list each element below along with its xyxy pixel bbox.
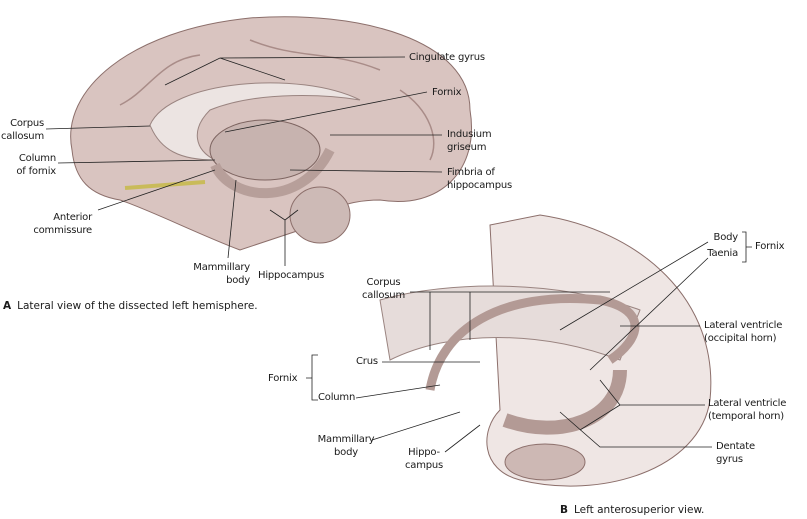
label-column: Column	[318, 392, 356, 403]
leader-lines	[45, 56, 752, 453]
label-fornix-left: Fornix	[268, 373, 298, 384]
label-lateral-ventricle-occipital: Lateral ventricle(occipital horn)	[704, 320, 783, 344]
label-body: Body	[713, 232, 739, 243]
label-fornix: Fornix	[432, 87, 462, 98]
fornix-3d-illustration	[379, 214, 712, 487]
brain-hemisphere-illustration	[70, 16, 472, 251]
label-crus: Crus	[356, 356, 378, 367]
label-taenia: Taenia	[707, 248, 738, 259]
label-cingulate-gyrus: Cingulate gyrus	[409, 52, 485, 63]
label-hippocampus: Hippocampus	[258, 270, 325, 281]
label-lateral-ventricle-temporal: Lateral ventricle(temporal horn)	[708, 398, 787, 422]
label-fornix-right: Fornix	[755, 241, 785, 252]
label-hippocampus-b: Hippo-campus	[405, 447, 444, 471]
